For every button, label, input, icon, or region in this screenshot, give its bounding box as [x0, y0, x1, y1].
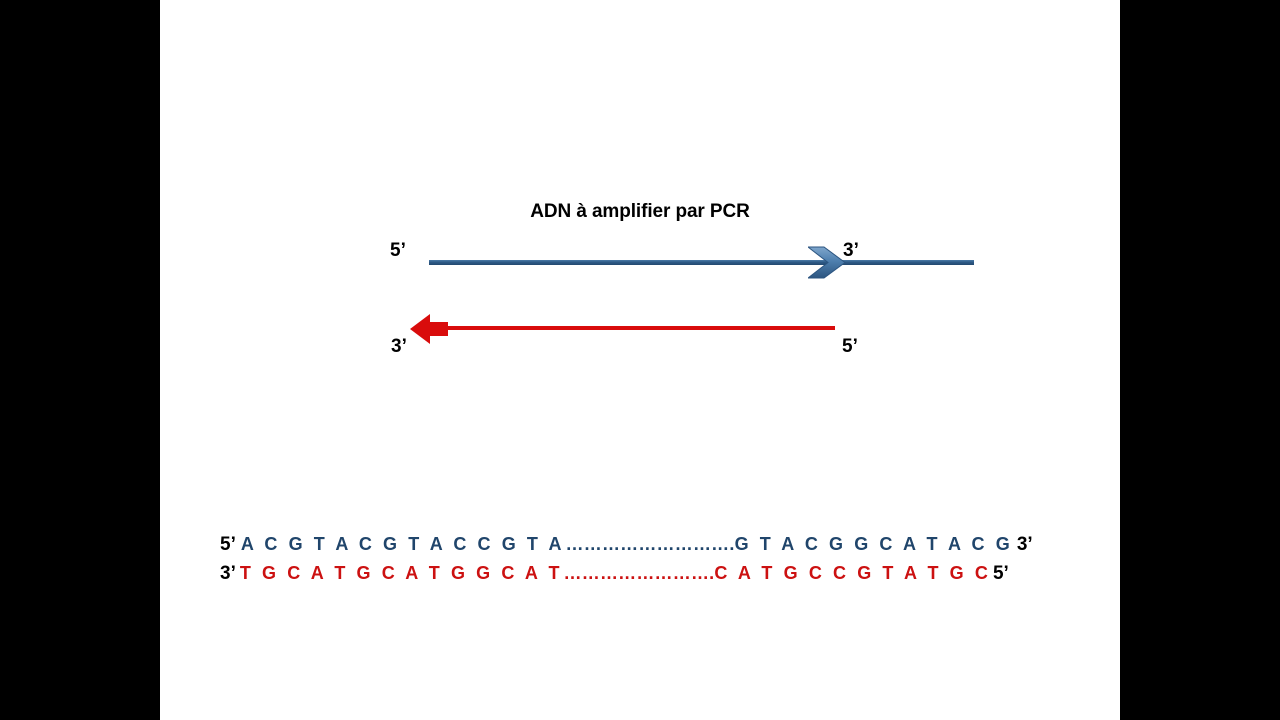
sequence-block: 5’ A C G T A C G T A C C G T A …………………………	[220, 530, 1080, 588]
top-strand-right-end-label: 3’	[843, 240, 859, 261]
sequence-top-gap: ……………………….	[565, 534, 735, 554]
letterbox-bar-left	[0, 0, 160, 720]
top-strand-line	[429, 260, 974, 265]
sequence-bottom-gap: …………………….	[563, 563, 715, 583]
diagram-title: ADN à amplifier par PCR	[530, 201, 750, 222]
bottom-strand-row: 3’ 5’	[160, 312, 1120, 357]
sequence-top-start-label: 5’	[220, 534, 236, 555]
top-strand-row: 5’ 3’	[160, 238, 1120, 280]
bottom-strand-line	[440, 326, 835, 330]
slide-canvas: ADN à amplifier par PCR 5’ 3’	[160, 0, 1120, 720]
top-strand-arrowhead-right-icon	[806, 245, 846, 280]
bottom-strand-right-end-label: 5’	[842, 336, 858, 357]
sequence-top-left-bases: A C G T A C G T A C C G T A	[240, 534, 565, 554]
sequence-bottom-right-bases: C A T G C C G T A T G C	[714, 563, 991, 583]
sequence-line-bottom: 3’ T G C A T G C A T G G C A T …………………….…	[220, 559, 1080, 588]
sequence-bottom-end-label: 5’	[992, 563, 1009, 584]
sequence-bottom-start-label: 3’	[220, 563, 236, 584]
bottom-strand-left-end-label: 3’	[391, 336, 407, 357]
sequence-top-end-label: 3’	[1016, 534, 1033, 555]
bottom-strand-arrowhead-left-icon	[410, 313, 448, 345]
sequence-line-top: 5’ A C G T A C G T A C C G T A …………………………	[220, 530, 1080, 559]
top-strand-left-end-label: 5’	[390, 240, 406, 261]
sequence-bottom-left-bases: T G C A T G C A T G G C A T	[239, 563, 563, 583]
letterbox-bar-right	[1120, 0, 1280, 720]
sequence-top-right-bases: G T A C G G C A T A C G	[734, 534, 1013, 554]
